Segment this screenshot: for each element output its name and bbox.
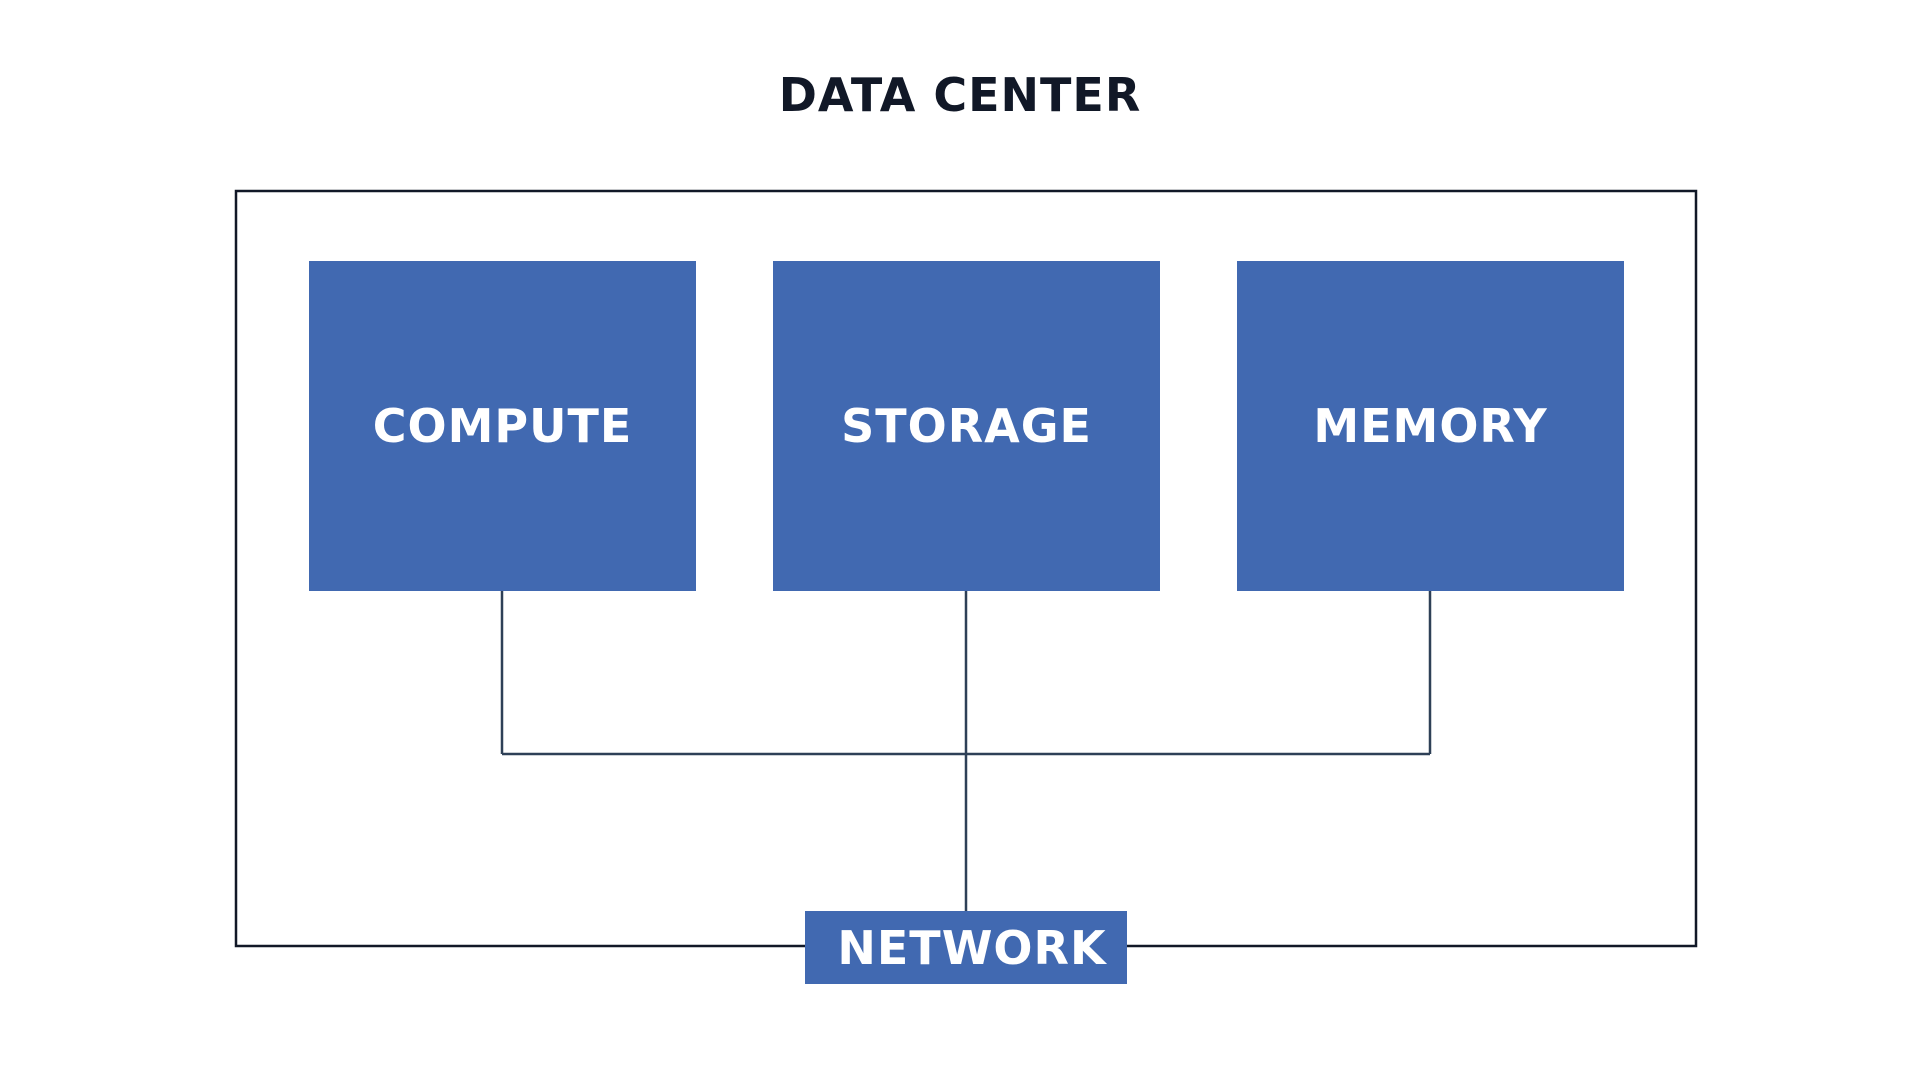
- storage-box: STORAGE: [773, 261, 1160, 591]
- network-label: NETWORK: [837, 920, 1107, 975]
- data-center-boundary: [234, 189, 1698, 948]
- storage-label: STORAGE: [841, 399, 1092, 453]
- memory-label: MEMORY: [1313, 399, 1548, 453]
- compute-label: COMPUTE: [372, 399, 633, 453]
- diagram-title: DATA CENTER: [778, 68, 1142, 122]
- network-box: NETWORK: [805, 911, 1127, 984]
- compute-box: COMPUTE: [309, 261, 696, 591]
- memory-box: MEMORY: [1237, 261, 1624, 591]
